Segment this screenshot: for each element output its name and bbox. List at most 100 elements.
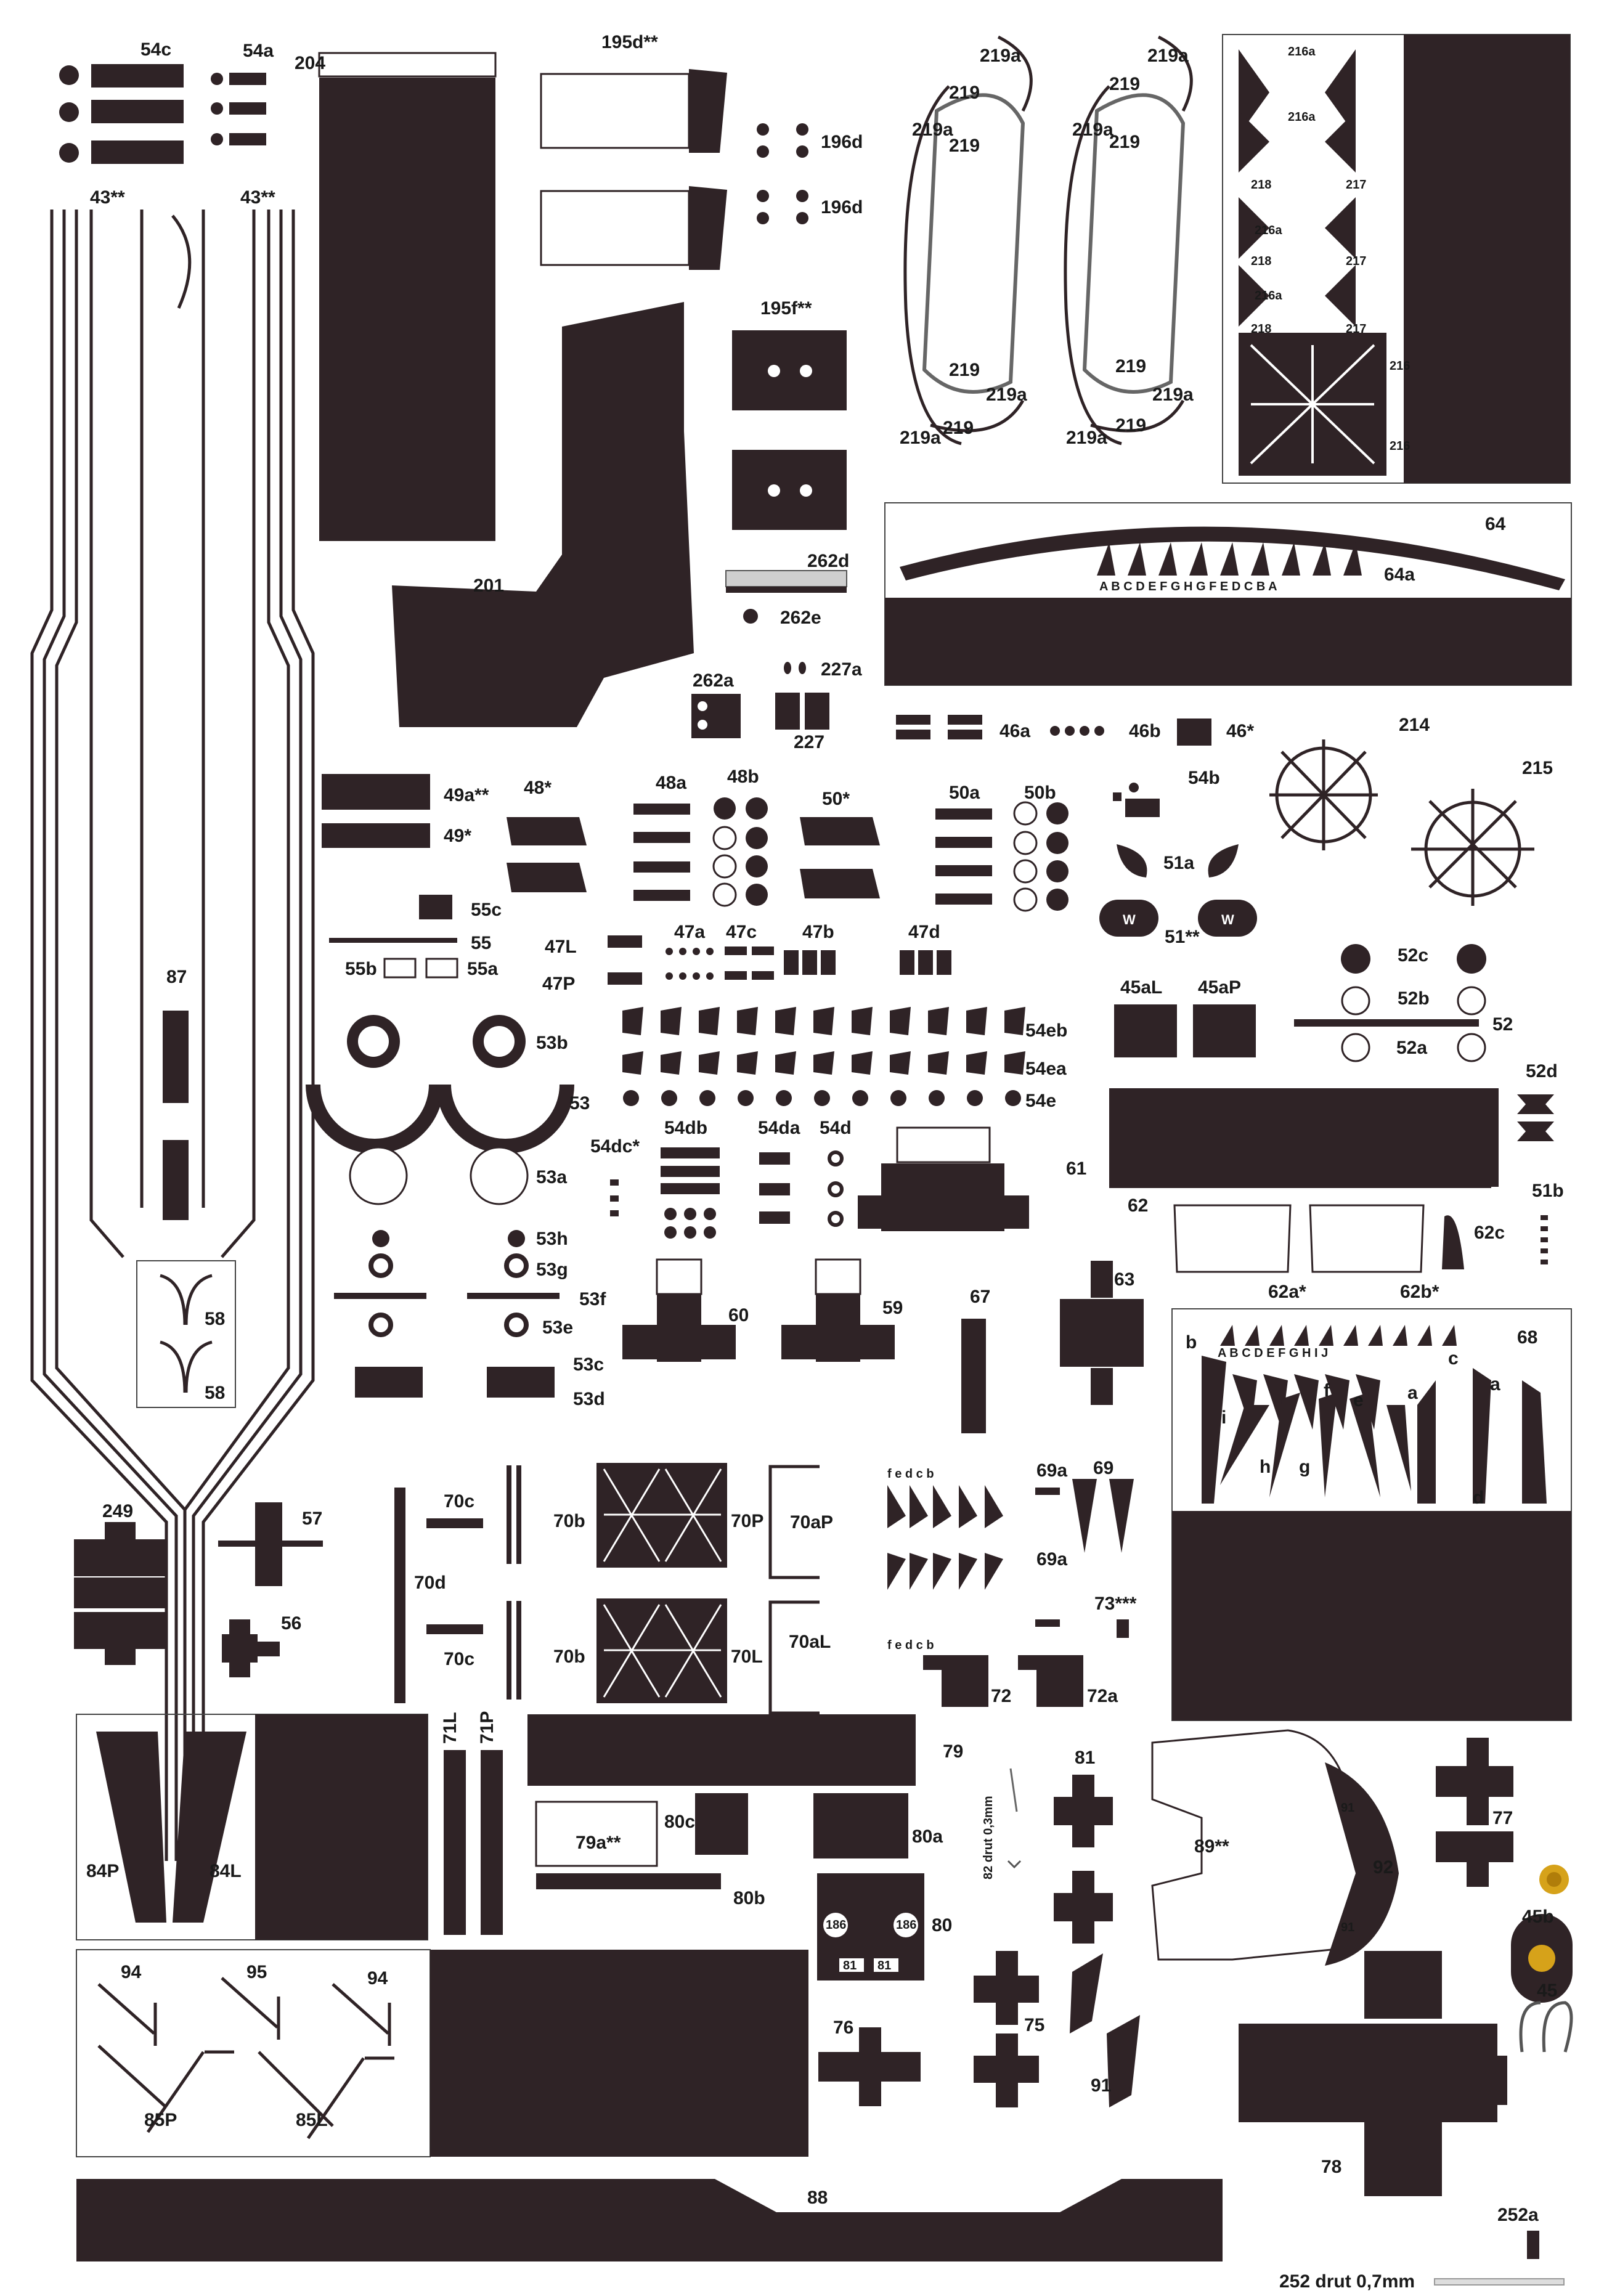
- label-76: 76: [833, 2017, 853, 2038]
- label-80a: 80a: [912, 1826, 943, 1847]
- label-62c: 62c: [1474, 1223, 1505, 1243]
- label-73: 73***: [1094, 1594, 1137, 1614]
- part-75: 75: [974, 1951, 1044, 2107]
- part-262d: 262d: [725, 551, 849, 593]
- label-95: 95: [246, 1962, 267, 1982]
- part-72: 72 72a: [923, 1655, 1118, 1707]
- part-62abc: 62a* 62b* 62c: [1173, 1204, 1505, 1302]
- label-217-1: 217: [1346, 178, 1366, 192]
- label-48a: 48a: [656, 773, 686, 793]
- label-216a-4: 216a: [1255, 289, 1282, 303]
- label-69-row-top: f e d c b: [887, 1467, 934, 1481]
- label-47d: 47d: [908, 922, 940, 942]
- part-79: 79: [527, 1714, 963, 1786]
- part-219-group-1: 219a 219 219a 219 219 219a 219 219a: [900, 35, 1033, 448]
- part-50: 50*: [800, 789, 880, 898]
- label-53e: 53e: [542, 1317, 573, 1338]
- part-59: 59: [781, 1258, 903, 1362]
- label-48: 48*: [524, 778, 552, 798]
- part-53: 53b 53 53a: [306, 1015, 590, 1205]
- label-62b: 62b*: [1400, 1282, 1439, 1302]
- part-87: 87: [163, 967, 189, 1220]
- label-57: 57: [302, 1508, 322, 1529]
- label-64a: 64a: [1384, 564, 1415, 585]
- label-219-5: 219: [1109, 74, 1140, 94]
- part-82-wire: 82 drut 0,3mm: [982, 1768, 1022, 1879]
- part-47: 47L 47P 47a 47c 47b 47d: [542, 922, 951, 994]
- label-216-2: 216: [1390, 439, 1410, 453]
- part-54a: 54a: [211, 41, 274, 145]
- label-69: 69: [1093, 1458, 1113, 1478]
- label-219-7: 219: [1115, 356, 1146, 377]
- part-91: 91: [1070, 1953, 1140, 2107]
- label-52b: 52b: [1398, 988, 1430, 1009]
- label-215: 215: [1522, 758, 1553, 778]
- part-58: 58 58: [136, 1260, 236, 1408]
- label-60: 60: [728, 1305, 749, 1325]
- part-262a: 262a: [691, 670, 741, 738]
- label-46: 46*: [1226, 721, 1254, 741]
- part-61: 61: [858, 1126, 1086, 1231]
- label-87: 87: [166, 967, 187, 987]
- label-219a-8: 219a: [1066, 428, 1107, 448]
- label-72a: 72a: [1087, 1686, 1118, 1706]
- label-249: 249: [102, 1501, 133, 1521]
- label-68-i: i: [1221, 1407, 1226, 1428]
- label-52: 52: [1492, 1014, 1513, 1035]
- part-78: 78: [1239, 1951, 1507, 2196]
- part-70a: 70aP 70aL: [768, 1465, 833, 1715]
- part-60: 60: [622, 1258, 749, 1362]
- label-47P: 47P: [542, 974, 575, 994]
- label-68-h: h: [1260, 1457, 1271, 1477]
- part-67: 67: [961, 1287, 990, 1433]
- part-52d: 52d: [1517, 1061, 1558, 1141]
- label-51: 51**: [1165, 927, 1200, 947]
- label-62a: 62a*: [1268, 1282, 1306, 1302]
- label-43-left: 43**: [90, 187, 125, 208]
- label-54d: 54d: [820, 1118, 852, 1138]
- label-64a-letters: A B C D E F G H G F E D C B A: [1099, 580, 1277, 593]
- label-91-a: 91: [1341, 1801, 1354, 1815]
- label-85P: 85P: [144, 2110, 177, 2130]
- label-227: 227: [794, 732, 824, 752]
- label-68-b: b: [1186, 1332, 1197, 1353]
- label-70aP: 70aP: [790, 1512, 833, 1533]
- part-214: 214: [1269, 715, 1430, 850]
- part-94-95-85: 94 95 94 85P 85L: [76, 1949, 808, 2157]
- part-80ab: 80a 80b: [733, 1793, 943, 1908]
- label-68-f: f: [1324, 1380, 1330, 1401]
- label-70c-1: 70c: [444, 1491, 474, 1512]
- label-84P: 84P: [86, 1861, 119, 1881]
- label-219-8: 219: [1115, 415, 1146, 436]
- label-53f: 53f: [579, 1289, 606, 1309]
- label-54e: 54e: [1025, 1091, 1056, 1111]
- label-252a: 252a: [1497, 2205, 1539, 2225]
- part-50ab: 50a 50b: [935, 783, 1069, 912]
- part-80c: 80c: [664, 1793, 748, 1855]
- label-84L: 84L: [210, 1861, 242, 1881]
- part-71: 71L 71P: [440, 1711, 503, 1935]
- label-218-2: 218: [1251, 254, 1271, 268]
- part-45: 45: [1519, 1981, 1573, 2053]
- label-201: 201: [473, 576, 504, 596]
- part-195f: 195f**: [732, 298, 847, 530]
- part-68: A B C D E F G H I J 68 b c a a d e f g h…: [1171, 1308, 1572, 1721]
- label-218-3: 218: [1251, 322, 1271, 336]
- label-51b: 51b: [1532, 1181, 1564, 1201]
- label-62: 62: [1128, 1195, 1148, 1216]
- label-59: 59: [882, 1298, 903, 1318]
- label-46b: 46b: [1129, 721, 1161, 741]
- part-51b: 51b: [1532, 1181, 1564, 1264]
- label-68-letters: A B C D E F G H I J: [1218, 1346, 1328, 1360]
- part-54b: 54b: [1113, 768, 1220, 817]
- label-70L: 70L: [731, 1647, 763, 1667]
- label-79: 79: [943, 1741, 963, 1762]
- label-45aL: 45aL: [1120, 977, 1162, 998]
- part-69: f e d c b f e d c b 69a 69 69a 73***: [887, 1458, 1137, 1652]
- label-219-1: 219: [949, 83, 980, 103]
- label-81: 81: [1075, 1748, 1095, 1768]
- label-51a: 51a: [1163, 853, 1194, 873]
- label-94-2: 94: [367, 1968, 388, 1989]
- label-216a-3: 216a: [1255, 224, 1282, 237]
- label-219a-2: 219a: [980, 46, 1021, 66]
